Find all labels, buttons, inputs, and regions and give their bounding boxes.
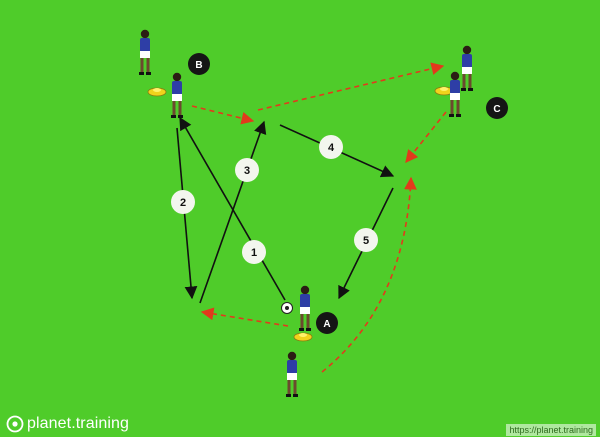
player-b-waiting [139, 29, 151, 75]
step-1-label: 1 [251, 247, 257, 259]
step-1-marker: 1 [242, 240, 266, 264]
step-2-marker: 2 [171, 190, 195, 214]
run-c-down-line [405, 111, 447, 163]
position-a-marker: A [316, 312, 338, 334]
run-top-diagonal-line [257, 62, 445, 111]
player-b [171, 72, 183, 118]
players [139, 29, 473, 397]
player-a-waiting [286, 351, 298, 397]
cone-b [147, 87, 167, 97]
pass-3-line [199, 120, 267, 304]
source-url: https://planet.training [506, 424, 596, 436]
planet-training-logo: planet.training [6, 414, 129, 434]
step-3-marker: 3 [235, 158, 259, 182]
step-5-label: 5 [363, 235, 369, 247]
run-b-forward-line [191, 105, 255, 125]
run-curve-line [321, 176, 417, 373]
planet-logo-icon [6, 415, 24, 433]
position-markers: B C A [188, 53, 508, 334]
player-c-waiting [461, 45, 473, 91]
step-markers: 1 2 3 4 5 [171, 135, 378, 264]
brand-name: planet.training [27, 415, 130, 432]
player-c [449, 71, 461, 117]
position-c-marker: C [486, 97, 508, 119]
position-a-label: A [323, 319, 330, 330]
run-a-left-line [200, 307, 289, 327]
cone-a [293, 332, 313, 342]
step-4-label: 4 [328, 142, 335, 154]
step-4-marker: 4 [319, 135, 343, 159]
step-5-marker: 5 [354, 228, 378, 252]
step-3-label: 3 [244, 165, 250, 177]
position-c-label: C [493, 104, 500, 115]
ball [281, 302, 293, 314]
step-2-label: 2 [180, 197, 186, 209]
position-b-marker: B [188, 53, 210, 75]
position-b-label: B [195, 60, 202, 71]
player-a [299, 285, 311, 331]
run-lines [191, 62, 447, 373]
